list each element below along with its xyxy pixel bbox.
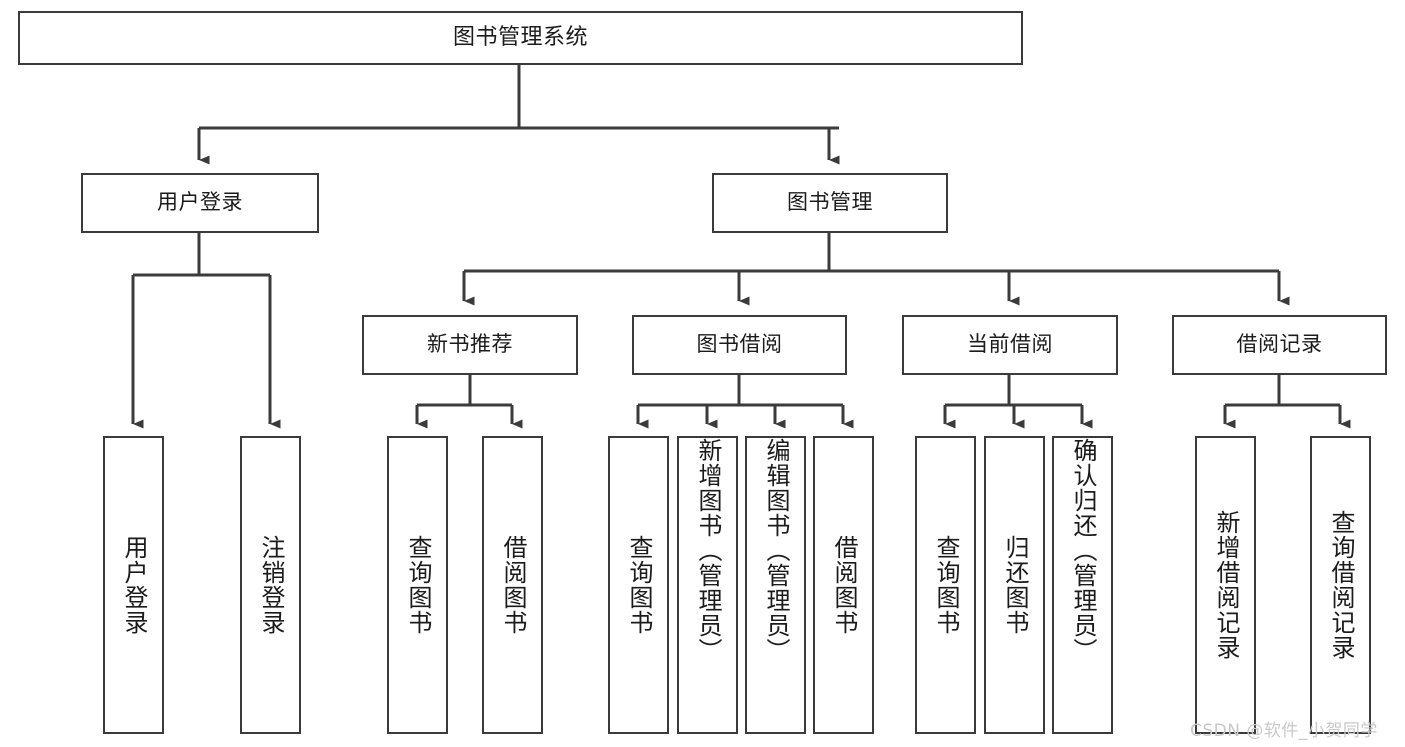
node-label: 查询借阅记录: [1326, 510, 1355, 660]
node-label: 用户登录: [119, 535, 148, 635]
node-borrow-record[interactable]: 借阅记录: [1172, 315, 1387, 375]
leaf-user-login-signin[interactable]: 用户登录: [103, 436, 164, 734]
node-new-book-recommend[interactable]: 新书推荐: [362, 315, 578, 375]
node-label: 归还图书: [1000, 535, 1029, 635]
node-label: 注销登录: [256, 535, 285, 635]
node-book-borrow[interactable]: 图书借阅: [632, 315, 847, 375]
node-label: 用户登录: [157, 190, 243, 215]
watermark-text: CSDN @软件_小贺同学: [1190, 721, 1378, 741]
node-label: 新增借阅记录: [1211, 510, 1240, 660]
node-label: 新书推荐: [427, 332, 513, 357]
leaf-record-add-record[interactable]: 新增借阅记录: [1195, 436, 1256, 734]
node-root-system[interactable]: 图书管理系统: [18, 11, 1023, 65]
node-user-login[interactable]: 用户登录: [81, 173, 319, 233]
node-label: 确认归还（管理员）: [1068, 438, 1097, 663]
node-label: 图书管理: [787, 190, 873, 215]
node-label: 图书管理系统: [452, 24, 588, 50]
leaf-recommend-borrow-book[interactable]: 借阅图书: [482, 436, 543, 734]
leaf-record-query-record[interactable]: 查询借阅记录: [1310, 436, 1371, 734]
leaf-user-login-signout[interactable]: 注销登录: [240, 436, 301, 734]
node-label: 借阅图书: [829, 535, 858, 635]
leaf-current-query-book[interactable]: 查询图书: [915, 436, 976, 734]
node-label: 编辑图书（管理员）: [761, 438, 790, 663]
node-label: 借阅图书: [498, 535, 527, 635]
node-label: 查询图书: [624, 535, 653, 635]
leaf-recommend-query-book[interactable]: 查询图书: [387, 436, 448, 734]
leaf-borrow-borrow-book[interactable]: 借阅图书: [813, 436, 874, 734]
leaf-borrow-query-book[interactable]: 查询图书: [608, 436, 669, 734]
node-label: 当前借阅: [967, 332, 1053, 357]
leaf-borrow-add-book-admin[interactable]: 新增图书（管理员）: [677, 436, 738, 734]
leaf-borrow-edit-book-admin[interactable]: 编辑图书（管理员）: [745, 436, 806, 734]
node-label: 图书借阅: [696, 332, 783, 357]
node-current-borrow[interactable]: 当前借阅: [902, 315, 1118, 375]
node-label: 查询图书: [931, 535, 960, 635]
node-label: 查询图书: [403, 535, 432, 635]
node-book-management[interactable]: 图书管理: [712, 173, 948, 233]
leaf-current-confirm-return-admin[interactable]: 确认归还（管理员）: [1052, 436, 1113, 734]
node-label: 借阅记录: [1236, 332, 1323, 357]
leaf-current-return-book[interactable]: 归还图书: [984, 436, 1045, 734]
node-label: 新增图书（管理员）: [693, 438, 722, 663]
